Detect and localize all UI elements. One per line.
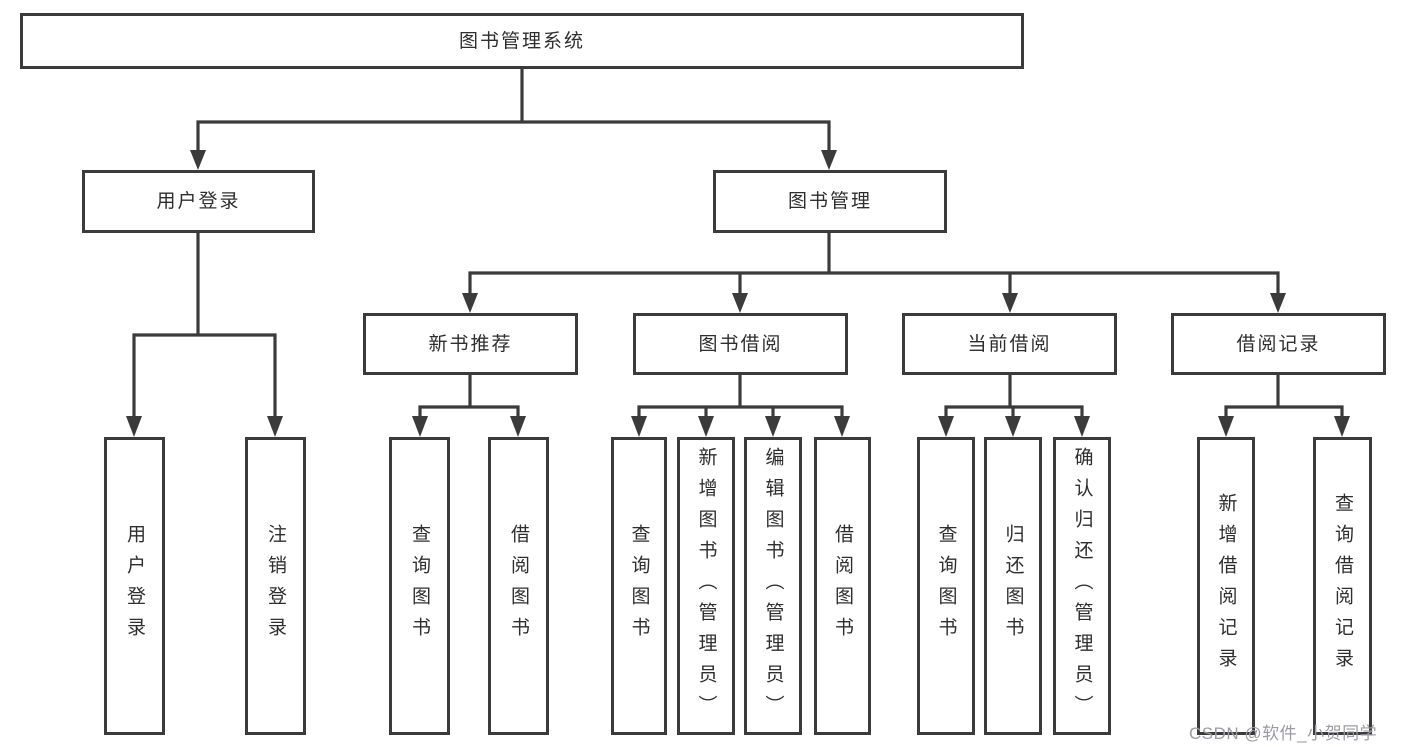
node-label: 借阅图书 — [832, 524, 853, 648]
node-label: 图书管理系统 — [458, 30, 585, 52]
leaf-return-books: 归还图书 — [984, 437, 1042, 735]
leaf-borrow-books-2: 借阅图书 — [814, 437, 871, 735]
node-label: 新增借阅记录 — [1215, 493, 1237, 679]
leaf-edit-books-admin: 编辑图书（管理员） — [744, 437, 802, 735]
node-label: 图书借阅 — [698, 333, 783, 355]
node-label: 查询图书 — [628, 524, 650, 648]
node-current-borrowing: 当前借阅 — [902, 313, 1117, 375]
node-label: 新书推荐 — [428, 333, 513, 355]
node-label: 当前借阅 — [967, 333, 1052, 355]
node-label: 借阅图书 — [508, 524, 529, 648]
leaf-logout: 注销登录 — [245, 437, 306, 735]
leaf-add-books-admin: 新增图书（管理员） — [677, 437, 735, 735]
node-book-borrowing: 图书借阅 — [633, 313, 848, 375]
node-label: 用户登录 — [156, 191, 241, 212]
watermark-text: CSDN @软件_小贺同学 — [1189, 724, 1378, 743]
node-label: 查询图书 — [935, 524, 957, 648]
node-label: 用户登录 — [124, 524, 145, 648]
node-label: 新增图书（管理员） — [695, 446, 717, 726]
leaf-query-borrow-record: 查询借阅记录 — [1313, 437, 1372, 735]
node-label: 借阅记录 — [1236, 333, 1321, 355]
node-label: 编辑图书（管理员） — [762, 446, 784, 726]
leaf-query-books-3: 查询图书 — [917, 437, 975, 735]
node-label: 确认归还（管理员） — [1071, 446, 1093, 726]
node-borrowing-records: 借阅记录 — [1171, 313, 1386, 375]
node-label: 归还图书 — [1002, 524, 1024, 648]
node-label: 图书管理 — [787, 191, 872, 212]
leaf-query-books-2: 查询图书 — [611, 437, 667, 735]
node-new-book-recommend: 新书推荐 — [363, 313, 578, 375]
leaf-borrow-books-1: 借阅图书 — [488, 437, 549, 735]
leaf-confirm-return-admin: 确认归还（管理员） — [1053, 437, 1111, 735]
node-book-management: 图书管理 — [713, 170, 947, 233]
node-label: 注销登录 — [265, 524, 286, 648]
leaf-query-books-1: 查询图书 — [389, 437, 450, 735]
leaf-user-login: 用户登录 — [104, 437, 165, 735]
node-user-login: 用户登录 — [82, 170, 315, 233]
leaf-add-borrow-record: 新增借阅记录 — [1197, 437, 1255, 735]
node-library-system: 图书管理系统 — [20, 13, 1024, 69]
node-label: 查询借阅记录 — [1332, 493, 1353, 679]
node-label: 查询图书 — [409, 524, 430, 648]
